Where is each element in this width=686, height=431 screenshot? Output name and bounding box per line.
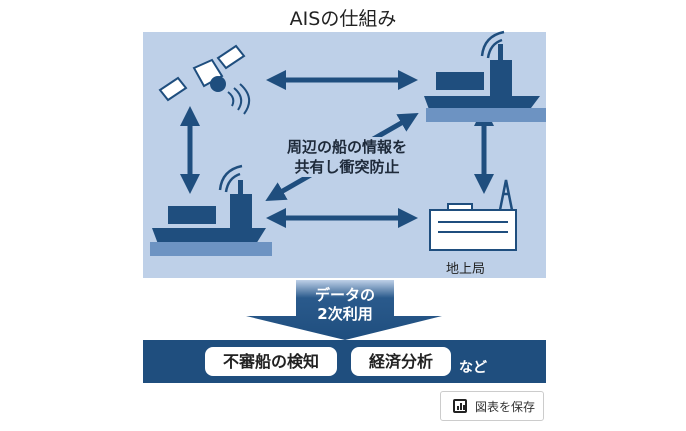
ground-station-label: 地上局 [446,262,486,277]
ship-icon-bottom [150,164,272,256]
secondary-use-line: 2次利用 [317,305,373,323]
use-suspicious-ship-detection: 不審船の検知 [205,347,337,376]
secondary-use-label: データの 2次利用 [290,286,400,324]
center-caption: 周辺の船の情報を 共有し衝突防止 [272,137,422,177]
use-economic-analysis: 経済分析 [351,347,451,376]
ground-station-icon [429,179,517,251]
save-chart-label: 図表を保存 [475,399,536,414]
secondary-use-arrow [246,280,442,340]
save-chart-button[interactable]: 図表を保存 [440,391,544,421]
center-caption-line: 周辺の船の情報を [286,138,407,156]
uses-suffix: など [459,360,487,376]
secondary-use-line: データの [314,286,375,304]
ship-icon-top [424,30,546,122]
diagram-title: AISの仕組み [289,8,397,30]
chart-icon [453,399,467,413]
center-caption-line: 共有し衝突防止 [294,158,400,176]
satellite-icon [158,44,251,115]
